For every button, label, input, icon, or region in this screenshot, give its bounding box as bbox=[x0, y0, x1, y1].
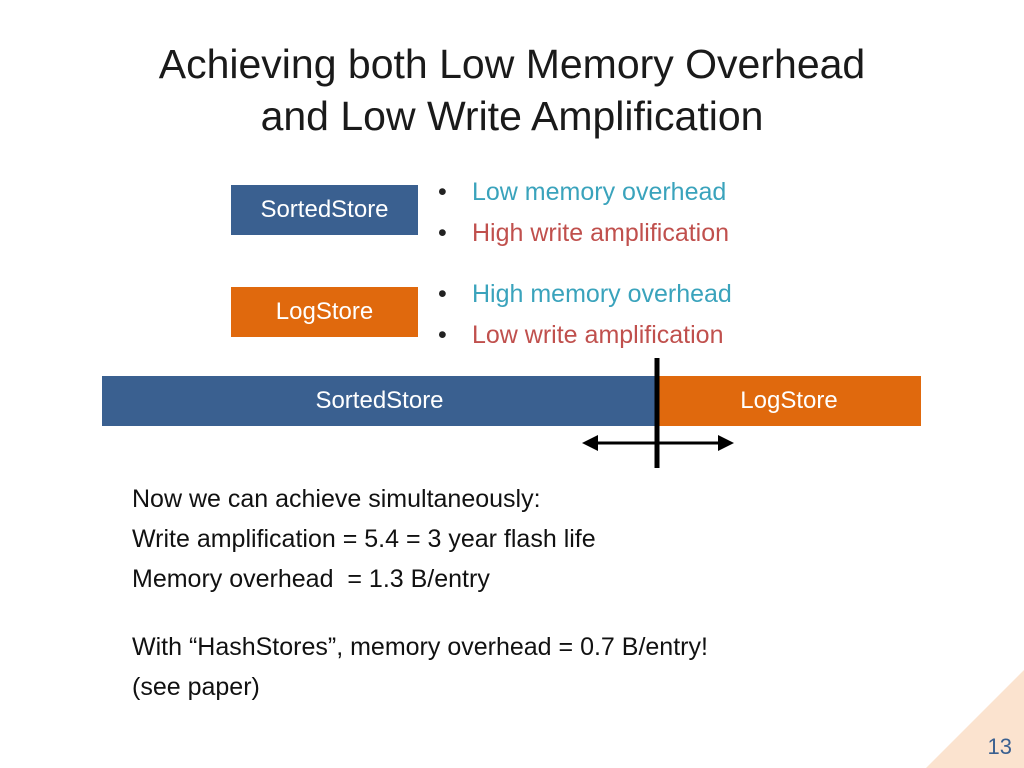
logstore-bar-segment: LogStore bbox=[657, 376, 921, 426]
left-arrowhead-icon bbox=[582, 435, 598, 451]
sortedstore-bullet-1: Low memory overhead bbox=[434, 172, 729, 213]
corner-decoration bbox=[926, 670, 1024, 768]
hashstores-line-2: (see paper) bbox=[132, 673, 260, 701]
hashstores-text: With “HashStores”, memory overhead = 0.7… bbox=[132, 627, 708, 707]
logstore-bullet-1: High memory overhead bbox=[434, 274, 732, 315]
sortedstore-bar-segment: SortedStore bbox=[102, 376, 657, 426]
slide-title: Achieving both Low Memory Overhead and L… bbox=[60, 38, 964, 142]
sortedstore-bullet-2: High write amplification bbox=[434, 213, 729, 254]
logstore-bullet-2: Low write amplification bbox=[434, 315, 732, 356]
right-arrowhead-icon bbox=[718, 435, 734, 451]
logstore-box: LogStore bbox=[231, 287, 418, 337]
hashstores-line-1: With “HashStores”, memory overhead = 0.7… bbox=[132, 633, 708, 661]
sortedstore-bar-label: SortedStore bbox=[315, 387, 444, 414]
results-line-2: Write amplification = 5.4 = 3 year flash… bbox=[132, 525, 596, 553]
results-line-1: Now we can achieve simultaneously: bbox=[132, 485, 541, 513]
results-text: Now we can achieve simultaneously: Write… bbox=[132, 479, 596, 599]
title-line-2: and Low Write Amplification bbox=[260, 93, 764, 139]
sortedstore-bullets: Low memory overhead High write amplifica… bbox=[434, 172, 729, 254]
page-number: 13 bbox=[987, 734, 1012, 759]
results-line-3: Memory overhead = 1.3 B/entry bbox=[132, 565, 490, 593]
logstore-bullets: High memory overhead Low write amplifica… bbox=[434, 274, 732, 356]
logstore-box-label: LogStore bbox=[275, 298, 374, 325]
title-line-1: Achieving both Low Memory Overhead bbox=[158, 41, 866, 87]
logstore-bar-label: LogStore bbox=[740, 387, 838, 414]
sortedstore-box: SortedStore bbox=[231, 185, 418, 235]
sortedstore-box-label: SortedStore bbox=[260, 196, 389, 223]
